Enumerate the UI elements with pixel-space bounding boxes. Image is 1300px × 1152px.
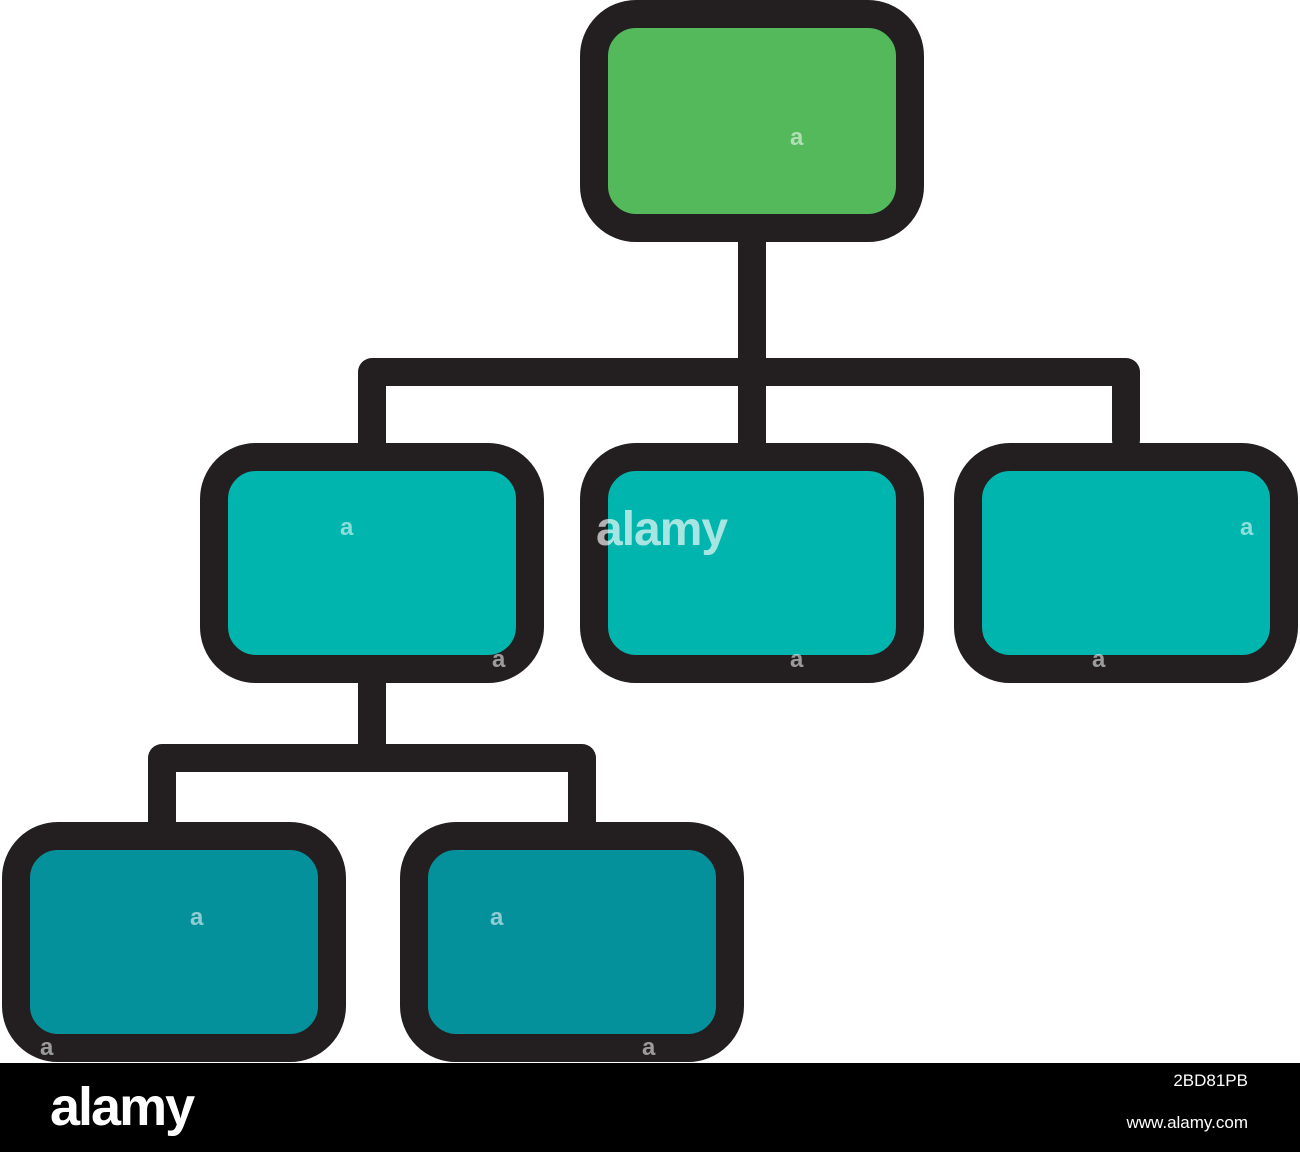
node-child-left: [200, 443, 544, 683]
node-grandchild-left: [2, 822, 346, 1062]
node-root: [580, 0, 924, 242]
hierarchy-diagram: [2, 0, 1298, 1062]
site-url: www.alamy.com: [1126, 1113, 1248, 1132]
connector-lines: [148, 226, 1140, 839]
stock-footer-bar: alamy 2BD81PB www.alamy.com: [0, 1063, 1300, 1152]
node-child-right: [954, 443, 1298, 683]
node-grandchild-right: [400, 822, 744, 1062]
connector-root-to-children: [358, 226, 1140, 464]
image-id: 2BD81PB: [1173, 1071, 1248, 1090]
connector-left-to-grandchildren: [148, 666, 596, 839]
node-child-middle: [580, 443, 924, 683]
diagram-canvas: alamy a a a a a a a a a a: [0, 0, 1300, 1063]
alamy-logo: alamy: [50, 1077, 195, 1137]
